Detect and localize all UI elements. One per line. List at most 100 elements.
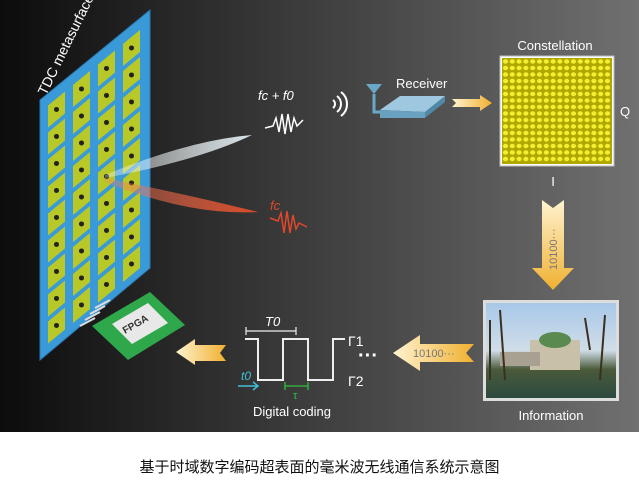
constellation-point (591, 150, 597, 155)
cell-element-icon (104, 200, 109, 206)
constellation-point (550, 124, 556, 129)
constellation-point (516, 143, 522, 149)
constellation-point (598, 104, 604, 110)
t0-label: t0 (241, 369, 251, 383)
constellation-point (557, 143, 563, 149)
constellation-point (591, 124, 597, 129)
cell-element-icon (54, 187, 59, 193)
constellation-point (591, 59, 597, 64)
constellation-point (591, 117, 597, 123)
constellation-point (564, 78, 570, 84)
constellation-point (564, 143, 570, 149)
constellation-point (509, 65, 515, 71)
constellation-point (584, 104, 590, 110)
bits-down-label: 10100··· (548, 228, 560, 270)
constellation-point (564, 98, 570, 103)
system-diagram: TDC metasurface fc + f0 fc Receiver Cons… (0, 0, 639, 432)
constellation-point (570, 156, 577, 162)
constellation-point (577, 117, 583, 123)
constellation-point (523, 65, 529, 71)
constellation-point (557, 98, 563, 103)
constellation-point (550, 130, 556, 136)
constellation-point (577, 85, 583, 90)
constellation-point (598, 124, 604, 129)
constellation-point (523, 111, 529, 116)
constellation-point (536, 104, 543, 110)
constellation-point (584, 156, 590, 162)
constellation-point (502, 91, 509, 97)
constellation-point (516, 59, 522, 64)
constellation-point (543, 98, 549, 103)
constellation-point (530, 111, 536, 116)
constellation-point (516, 98, 522, 103)
constellation-point (604, 59, 611, 64)
constellation-point (591, 104, 597, 110)
cell-element-icon (54, 133, 59, 139)
constellation-point (584, 124, 590, 129)
constellation-point (577, 150, 583, 155)
receiver-icon (366, 84, 445, 118)
constellation-point (509, 124, 515, 129)
constellation-point (516, 156, 522, 162)
constellation-point (543, 156, 549, 162)
cell-element-icon (54, 322, 59, 328)
constellation-point (543, 65, 549, 71)
constellation-point (509, 137, 515, 142)
constellation-point (598, 85, 604, 90)
constellation-point (516, 65, 522, 71)
constellation-point (502, 137, 509, 142)
digital-coding-label: Digital coding (253, 404, 331, 419)
constellation-point (584, 117, 590, 123)
constellation-point (598, 156, 604, 162)
constellation-point (543, 137, 549, 142)
cell-element-icon (79, 113, 84, 119)
fpga-chip: FPGA (79, 292, 185, 360)
constellation-point (530, 85, 536, 90)
beam-fc-f0 (105, 135, 252, 178)
constellation-point (536, 98, 543, 103)
cell-element-icon (129, 45, 134, 51)
constellation-point (584, 137, 590, 142)
constellation-point (543, 111, 549, 116)
constellation-point (543, 59, 549, 64)
constellation-point (604, 150, 611, 155)
constellation-point (584, 130, 590, 136)
constellation-point (530, 65, 536, 71)
constellation-point (516, 78, 522, 84)
constellation-point (523, 130, 529, 136)
cell-element-icon (79, 194, 84, 200)
figure-caption: 基于时域数字编码超表面的毫米波无线通信系统示意图 (139, 458, 500, 476)
constellation-point (550, 156, 556, 162)
ellipsis: ··· (358, 345, 378, 367)
constellation-point (564, 72, 570, 77)
constellation-point (530, 78, 536, 84)
constellation-point (604, 111, 611, 116)
cell-element-icon (54, 160, 59, 166)
constellation-point (502, 78, 509, 84)
constellation-point (570, 143, 577, 149)
constellation-point (536, 130, 543, 136)
constellation-point (564, 65, 570, 71)
T0-label: T0 (265, 314, 281, 329)
constellation-point (604, 137, 611, 142)
cell-element-icon (129, 99, 134, 105)
constellation-point (564, 150, 570, 155)
constellation-point (557, 130, 563, 136)
constellation-label: Constellation (517, 38, 592, 53)
constellation-point (516, 117, 522, 123)
constellation-point (577, 156, 583, 162)
constellation-point (577, 130, 583, 136)
cell-element-icon (54, 295, 59, 301)
constellation-point (564, 124, 570, 129)
constellation-point (516, 72, 522, 77)
arrow-left-icon (393, 335, 474, 371)
constellation-point (530, 130, 536, 136)
constellation-point (557, 117, 563, 123)
constellation-point (564, 111, 570, 116)
constellation-point (516, 104, 522, 110)
constellation-point (577, 111, 583, 116)
constellation-point (584, 72, 590, 77)
constellation-point (570, 91, 577, 97)
constellation-point (584, 111, 590, 116)
constellation-point (543, 104, 549, 110)
